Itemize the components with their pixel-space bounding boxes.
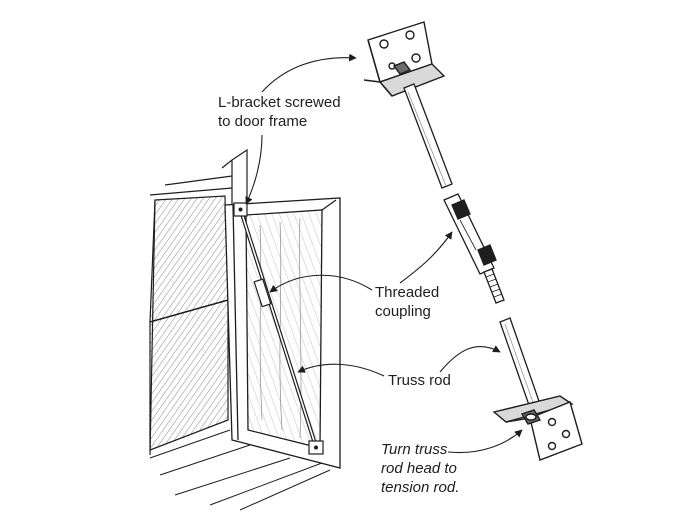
label-turn-instruction: Turn truss rod head to tension rod. [381, 440, 459, 497]
label-turn-line1: Turn truss [381, 441, 448, 458]
label-truss-rod-text: Truss rod [388, 372, 451, 389]
ground-lines [149, 429, 331, 511]
leader-bracket-to-door [245, 134, 263, 205]
door [224, 197, 341, 469]
threaded-coupling [443, 193, 505, 304]
label-threaded-coupling: Threaded coupling [375, 283, 439, 321]
label-threaded-coupling-line1: Threaded [375, 284, 440, 301]
bottom-l-bracket [492, 395, 583, 461]
leader-lines [245, 53, 523, 454]
upper-rod [403, 83, 453, 189]
leader-coupling-to-door [269, 274, 373, 293]
label-l-bracket-line1: L-bracket screwed [218, 94, 341, 111]
top-l-bracket [363, 21, 446, 97]
label-turn-line3: tension rod. [381, 479, 460, 496]
leader-truss-to-assembly [439, 345, 501, 373]
lower-rod [499, 317, 541, 409]
label-turn-line2: rod head to [381, 460, 457, 477]
wall-siding [149, 148, 248, 456]
door-truss-rod [233, 202, 324, 455]
leader-coupling-to-assembly [399, 231, 453, 284]
label-truss-rod: Truss rod [388, 371, 451, 390]
leader-turn-to-head [447, 429, 523, 454]
label-l-bracket-line2: to door frame [218, 113, 308, 130]
label-threaded-coupling-line2: coupling [375, 303, 431, 320]
leader-bracket-to-assembly [261, 53, 357, 93]
leader-truss-to-door [297, 363, 385, 377]
label-l-bracket: L-bracket screwed to door frame [218, 93, 341, 131]
